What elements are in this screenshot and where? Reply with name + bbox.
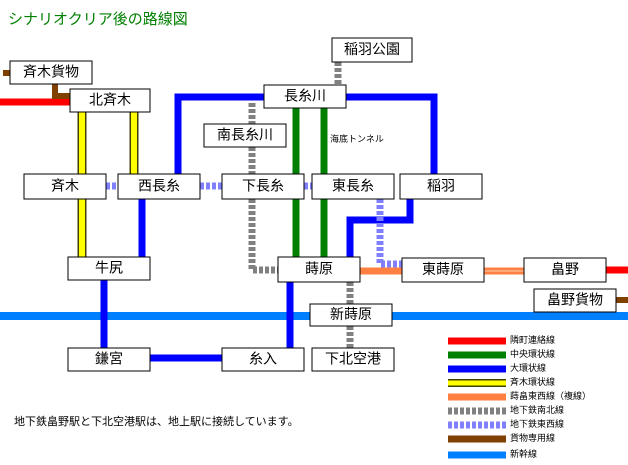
tunnel-label: 海底トンネル — [330, 133, 384, 145]
station-label: 鎌宮 — [95, 352, 123, 368]
station-ushijiri[interactable]: 牛尻 — [67, 256, 151, 281]
station-label: 牛尻 — [95, 261, 123, 277]
station-minami-nagaitogawa[interactable]: 南長糸川 — [203, 123, 287, 148]
station-shimo-nagaito[interactable]: 下長糸 — [221, 173, 305, 200]
legend-label-7: 貨物専用線 — [510, 432, 555, 444]
station-label: 糸入 — [249, 352, 277, 368]
legend-label-4: 蒔畠東西線（複線） — [510, 390, 591, 402]
legend-label-8: 新幹線 — [510, 448, 537, 460]
station-nagaitogawa[interactable]: 長糸川 — [263, 84, 347, 109]
legend: 隣町連絡線 中央環状線 大環状線 斉木環状線 蒔畠東西線（複線） 地下鉄南北線 … — [448, 334, 591, 460]
station-saiki[interactable]: 斉木 — [23, 173, 107, 200]
station-inaba[interactable]: 稲羽 — [399, 173, 483, 200]
station-shimokita-airport[interactable]: 下北空港 — [311, 347, 395, 372]
station-label: 長糸川 — [284, 89, 326, 105]
station-label: 下長糸 — [242, 179, 284, 195]
map-title: シナリオクリア後の路線図 — [8, 10, 188, 28]
station-itoiri[interactable]: 糸入 — [221, 347, 305, 372]
legend-label-0: 隣町連絡線 — [510, 334, 555, 346]
legend-label-3: 斉木環状線 — [510, 376, 555, 388]
station-label: 畠野 — [551, 261, 579, 278]
station-hatakeno[interactable]: 畠野 — [523, 257, 607, 283]
station-hatakeno-cargo[interactable]: 畠野貨物 — [533, 288, 617, 313]
subway-ns-line — [248, 62, 354, 348]
footnote: 地下鉄畠野駅と下北空港駅は、地上駅に接続しています。 — [14, 414, 299, 428]
legend-label-1: 中央環状線 — [510, 348, 555, 360]
station-label: 稲羽公園 — [344, 42, 400, 58]
station-kamakura[interactable]: 鎌宮 — [67, 347, 151, 372]
station-label: 新蒔原 — [330, 307, 372, 323]
station-kitasaiki[interactable]: 北斉木 — [69, 88, 151, 113]
station-label: 下北空港 — [325, 352, 381, 368]
station-shin-jihara[interactable]: 新蒔原 — [309, 303, 393, 327]
station-label: 西長糸 — [138, 179, 180, 195]
station-label: 稲羽 — [427, 179, 455, 195]
station-jihara[interactable]: 蒔原 — [277, 256, 361, 283]
station-label: 南長糸川 — [217, 128, 273, 144]
station-label: 東蒔原 — [422, 262, 464, 278]
subway-ew-line — [106, 182, 402, 268]
station-saiki-cargo[interactable]: 斉木貨物 — [9, 60, 93, 85]
station-label: 斉木貨物 — [23, 64, 79, 81]
station-higashi-nagaito[interactable]: 東長糸 — [311, 173, 395, 200]
station-label: 北斉木 — [89, 93, 131, 109]
legend-label-6: 地下鉄東西線 — [510, 418, 564, 430]
station-nishi-nagaito[interactable]: 西長糸 — [117, 173, 201, 200]
station-label: 畠野貨物 — [547, 292, 603, 309]
legend-label-2: 大環状線 — [510, 362, 546, 374]
station-label: 斉木 — [51, 179, 79, 195]
legend-label-5: 地下鉄南北線 — [510, 404, 564, 416]
station-inaba-park[interactable]: 稲羽公園 — [331, 37, 413, 63]
station-label: 東長糸 — [332, 179, 374, 195]
station-higashi-jihara[interactable]: 東蒔原 — [401, 257, 485, 283]
station-label: 蒔原 — [305, 262, 333, 278]
